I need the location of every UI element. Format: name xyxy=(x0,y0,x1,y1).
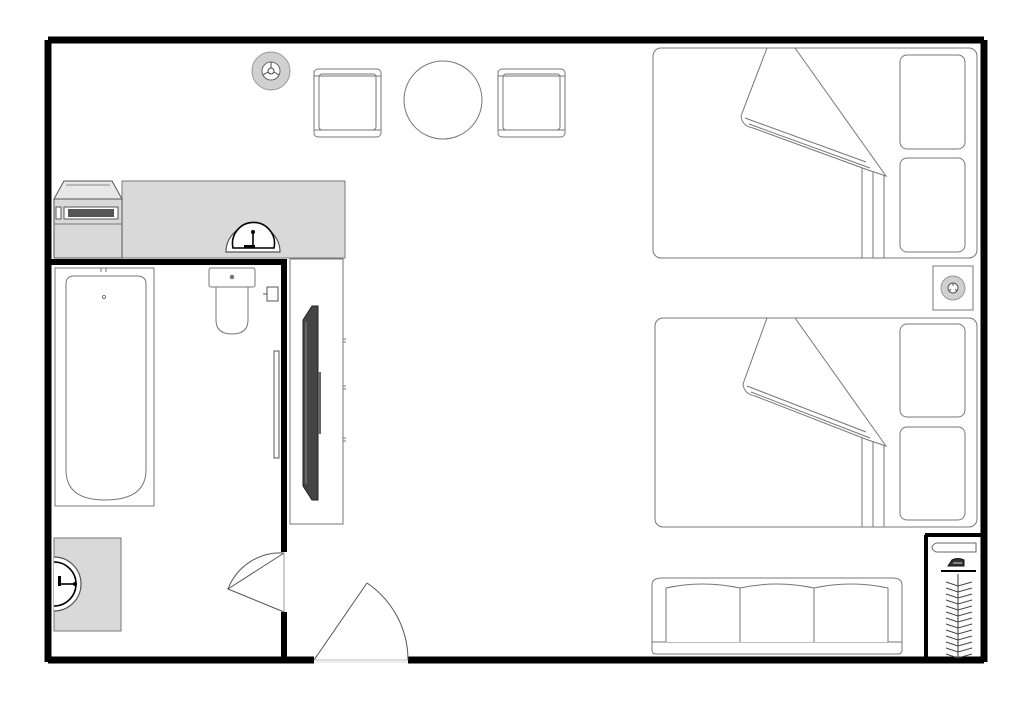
pillow-icon xyxy=(899,323,966,418)
iron-icon xyxy=(947,558,965,567)
wall-tv-icon xyxy=(302,305,321,501)
pillow-icon xyxy=(899,157,966,253)
bathroom-sink-counter xyxy=(53,537,122,632)
towel-bar-icon xyxy=(273,350,280,459)
vanity-sink-icon xyxy=(225,221,281,253)
round-table-icon xyxy=(403,60,483,140)
interior-walls xyxy=(48,259,984,662)
toilet-icon xyxy=(208,267,256,335)
armchair-left-icon xyxy=(313,68,382,138)
pillow-icon xyxy=(899,54,966,150)
armchair-right-icon xyxy=(497,68,566,138)
bathroom-sink-icon xyxy=(53,556,82,612)
pillow-icon xyxy=(899,426,966,521)
sofa-icon xyxy=(651,577,903,655)
hanger-icon xyxy=(945,623,973,629)
bathtub-icon xyxy=(54,267,155,507)
hanger-icon xyxy=(945,617,973,623)
double-bed-lower-icon xyxy=(654,317,978,528)
hanger-icon xyxy=(945,611,973,617)
double-bed-upper-icon xyxy=(652,47,978,259)
hanger-icon xyxy=(945,653,973,659)
microwave-icon xyxy=(53,180,123,259)
outer-walls xyxy=(44,36,988,664)
wardrobe-hangers-icon xyxy=(945,581,973,659)
hanger-icon xyxy=(945,641,973,647)
toilet-paper-holder-icon xyxy=(263,286,279,302)
wardrobe-rail xyxy=(941,570,976,656)
hanger-icon xyxy=(945,629,973,635)
ironing-board-icon xyxy=(931,542,977,553)
nightstand-lamp-icon xyxy=(932,265,974,311)
hanger-icon xyxy=(945,605,973,611)
hanger-icon xyxy=(945,599,973,605)
hanger-icon xyxy=(945,593,973,599)
smoke-detector-icon xyxy=(251,51,291,91)
bathroom-door-icon xyxy=(226,552,285,613)
hanger-icon xyxy=(945,587,973,593)
entry-door-icon xyxy=(313,582,409,663)
hanger-icon xyxy=(945,647,973,653)
hanger-icon xyxy=(945,581,973,587)
hanger-icon xyxy=(945,635,973,641)
